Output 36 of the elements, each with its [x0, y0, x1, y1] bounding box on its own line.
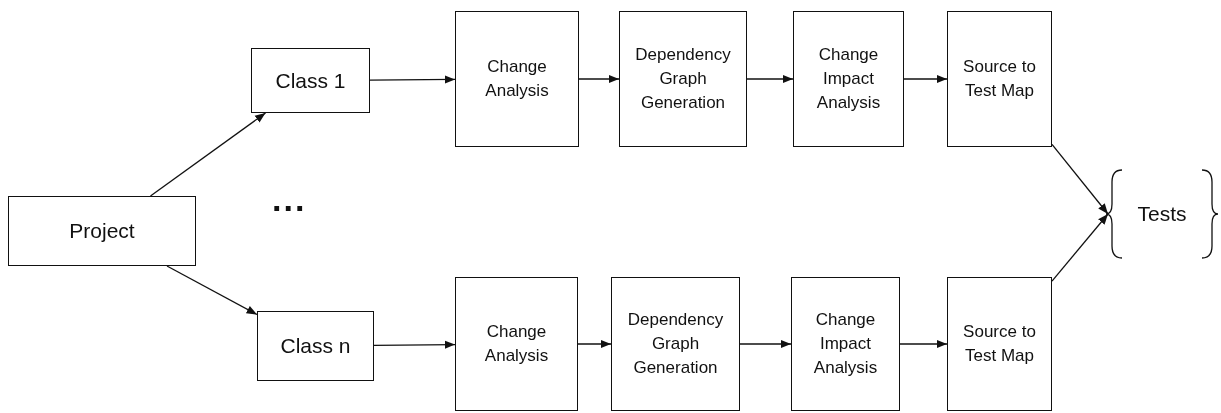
arrow	[746, 74, 794, 84]
process-box	[8, 196, 196, 266]
process-box	[619, 11, 747, 147]
process-box	[455, 277, 578, 411]
node-label: Class n	[280, 333, 351, 360]
node-label: Change Impact Analysis	[815, 44, 882, 114]
node-label: Tests	[1137, 201, 1187, 228]
arrow	[899, 339, 948, 349]
process-box	[793, 11, 904, 147]
node-label: Change Analysis	[483, 321, 550, 367]
node-label: Class 1	[275, 67, 346, 94]
node-label: Project	[69, 218, 135, 245]
arrow	[578, 74, 620, 84]
process-box	[947, 277, 1052, 411]
arrow	[1051, 143, 1109, 215]
arrow	[166, 265, 258, 316]
process-box	[947, 11, 1052, 147]
node-label: Dependency Graph Generation	[634, 44, 732, 114]
process-box	[791, 277, 900, 411]
process-box	[455, 11, 579, 147]
process-box	[611, 277, 740, 411]
node-label: Change Analysis	[484, 56, 550, 102]
arrow	[1051, 213, 1109, 282]
node-label: Source to Test Map	[962, 321, 1037, 367]
process-box	[251, 48, 370, 113]
arrow	[373, 340, 456, 349]
ellipsis: ...	[272, 180, 307, 219]
process-box	[257, 311, 374, 381]
arrow	[577, 339, 612, 349]
node-label: Change Impact Analysis	[812, 309, 879, 379]
node-label: Dependency Graph Generation	[626, 309, 725, 379]
node-label: Source to Test Map	[962, 56, 1037, 102]
arrow	[149, 112, 267, 197]
arrow	[903, 74, 948, 84]
arrow	[369, 75, 456, 84]
arrow	[739, 339, 792, 349]
